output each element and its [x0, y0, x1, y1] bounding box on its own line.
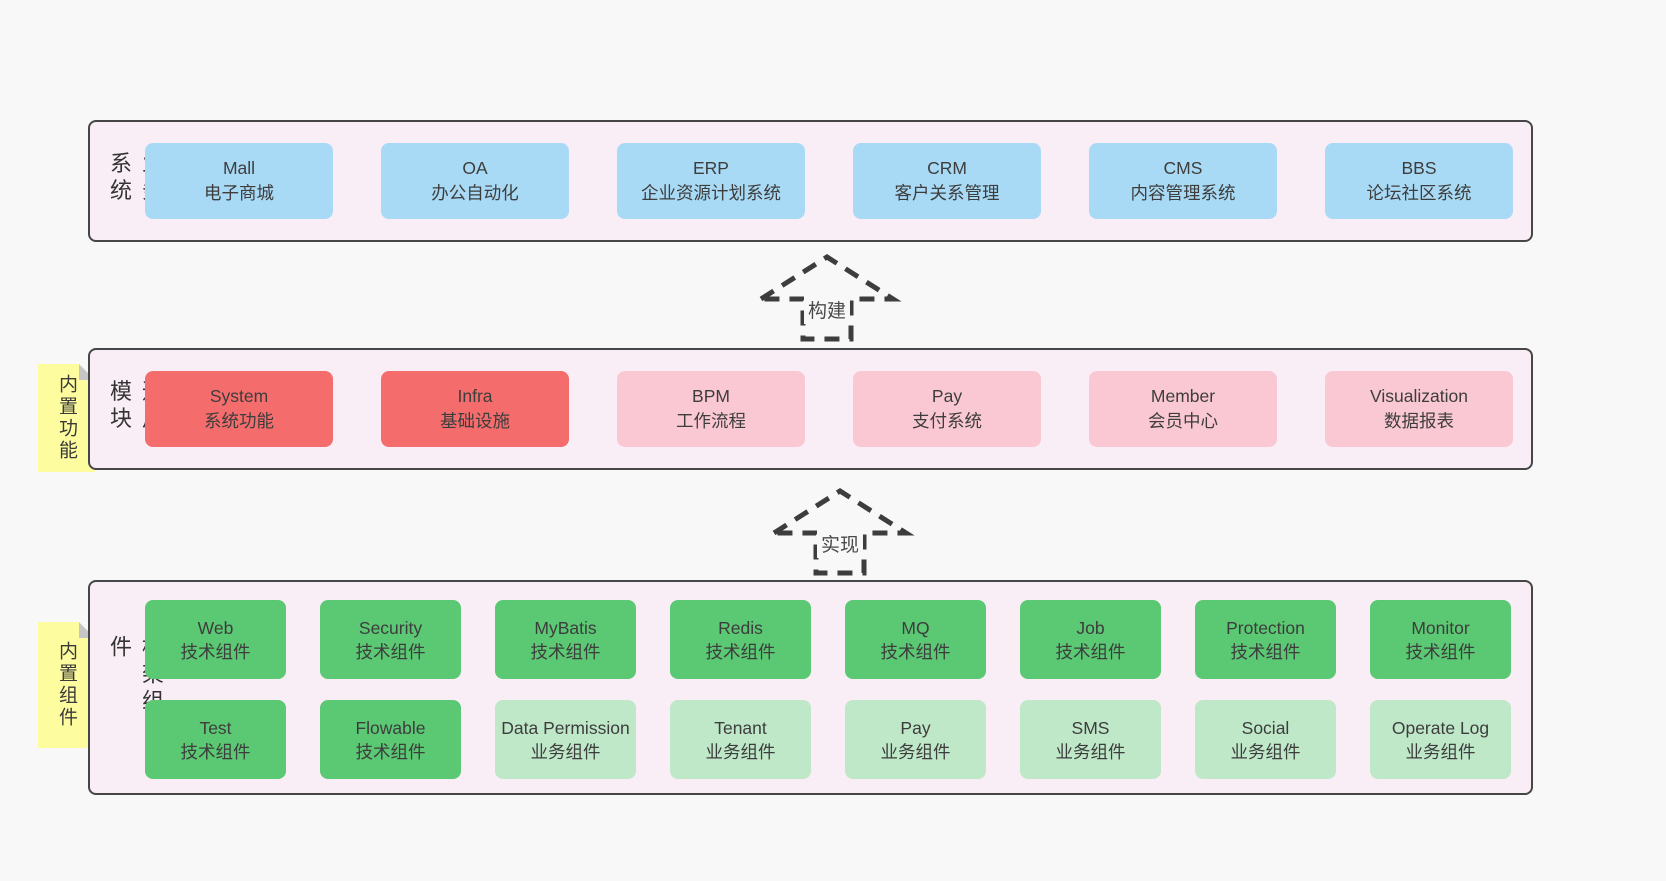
- box-subtitle: 基础设施: [440, 411, 510, 431]
- box-title: Pay: [931, 386, 963, 406]
- framework-components-row-2: Test 技术组件 Flowable 技术组件 Data Permission …: [145, 700, 1511, 779]
- box-subtitle: 业务组件: [705, 741, 776, 762]
- box-subtitle: 技术组件: [180, 741, 251, 762]
- box-mybatis: MyBatis 技术组件: [495, 600, 636, 679]
- box-monitor: Monitor 技术组件: [1370, 600, 1511, 679]
- box-security: Security 技术组件: [320, 600, 461, 679]
- box-subtitle: 电子商城: [204, 183, 274, 203]
- box-system: System 系统功能: [145, 371, 333, 447]
- box-crm: CRM 客户关系管理: [853, 143, 1041, 219]
- box-title: CRM: [927, 158, 967, 178]
- sticky-note-label: 内置组件: [56, 641, 77, 729]
- box-title: Pay: [900, 717, 931, 738]
- box-subtitle: 支付系统: [912, 411, 982, 431]
- box-title: Flowable: [355, 717, 426, 738]
- box-social: Social 业务组件: [1195, 700, 1336, 779]
- box-tenant: Tenant 业务组件: [670, 700, 811, 779]
- sticky-note-label: 内置功能: [56, 374, 77, 462]
- box-title: System: [209, 386, 269, 406]
- box-subtitle: 工作流程: [676, 411, 746, 431]
- box-title: Redis: [718, 617, 763, 638]
- box-subtitle: 技术组件: [530, 641, 601, 662]
- box-subtitle: 技术组件: [1230, 641, 1301, 662]
- box-subtitle: 技术组件: [355, 641, 426, 662]
- box-title: Data Permission: [501, 717, 630, 738]
- box-subtitle: 企业资源计划系统: [641, 183, 781, 203]
- box-title: Web: [197, 617, 234, 638]
- box-title: MyBatis: [534, 617, 597, 638]
- box-title: CMS: [1163, 158, 1203, 178]
- box-subtitle: 业务组件: [1055, 741, 1126, 762]
- box-title: BPM: [692, 386, 730, 406]
- box-subtitle: 数据报表: [1384, 411, 1454, 431]
- box-subtitle: 办公自动化: [431, 183, 519, 203]
- box-flowable: Flowable 技术组件: [320, 700, 461, 779]
- box-subtitle: 系统功能: [204, 411, 274, 431]
- box-pay-component: Pay 业务组件: [845, 700, 986, 779]
- box-title: Tenant: [714, 717, 767, 738]
- box-mall: Mall 电子商城: [145, 143, 333, 219]
- box-mq: MQ 技术组件: [845, 600, 986, 679]
- box-subtitle: 业务组件: [1230, 741, 1301, 762]
- box-title: ERP: [693, 158, 729, 178]
- box-pay-system: Pay 支付系统: [853, 371, 1041, 447]
- box-title: Monitor: [1411, 617, 1470, 638]
- framework-components-row-1: Web 技术组件 Security 技术组件 MyBatis 技术组件 Redi…: [145, 600, 1511, 679]
- box-operate-log: Operate Log 业务组件: [1370, 700, 1511, 779]
- box-data-permission: Data Permission 业务组件: [495, 700, 636, 779]
- box-subtitle: 业务组件: [880, 741, 951, 762]
- box-title: BBS: [1401, 158, 1437, 178]
- business-systems-row: Mall 电子商城 OA 办公自动化 ERP 企业资源计划系统 CRM 客户关系…: [145, 143, 1513, 219]
- box-title: MQ: [901, 617, 930, 638]
- box-subtitle: 论坛社区系统: [1366, 183, 1472, 203]
- box-subtitle: 业务组件: [530, 741, 601, 762]
- layer-business-systems: 业务系统 Mall 电子商城 OA 办公自动化 ERP 企业资源计划系统 CRM…: [88, 120, 1533, 242]
- box-job: Job 技术组件: [1020, 600, 1161, 679]
- box-subtitle: 技术组件: [705, 641, 776, 662]
- box-visualization: Visualization 数据报表: [1325, 371, 1513, 447]
- box-subtitle: 会员中心: [1148, 411, 1218, 431]
- box-title: Test: [199, 717, 232, 738]
- arrow-label-build: 构建: [803, 295, 851, 324]
- box-subtitle: 技术组件: [1405, 641, 1476, 662]
- box-protection: Protection 技术组件: [1195, 600, 1336, 679]
- box-bpm: BPM 工作流程: [617, 371, 805, 447]
- box-member: Member 会员中心: [1089, 371, 1277, 447]
- box-subtitle: 业务组件: [1405, 741, 1476, 762]
- layer-common-modules: 通用模块 System 系统功能 Infra 基础设施 BPM 工作流程 Pay…: [88, 348, 1533, 470]
- box-title: Member: [1150, 386, 1216, 406]
- box-subtitle: 内容管理系统: [1130, 183, 1236, 203]
- box-redis: Redis 技术组件: [670, 600, 811, 679]
- box-sms: SMS 业务组件: [1020, 700, 1161, 779]
- layer-framework-components: 框架组件 Web 技术组件 Security 技术组件 MyBatis 技术组件…: [88, 580, 1533, 795]
- box-title: Infra: [457, 386, 493, 406]
- box-title: Security: [358, 617, 423, 638]
- box-erp: ERP 企业资源计划系统: [617, 143, 805, 219]
- box-title: SMS: [1071, 717, 1110, 738]
- box-infra: Infra 基础设施: [381, 371, 569, 447]
- sticky-note-built-in-components: 内置组件: [38, 622, 95, 748]
- common-modules-row: System 系统功能 Infra 基础设施 BPM 工作流程 Pay 支付系统…: [145, 371, 1513, 447]
- box-subtitle: 技术组件: [880, 641, 951, 662]
- sticky-note-built-in-features: 内置功能: [38, 364, 95, 472]
- box-title: Job: [1076, 617, 1105, 638]
- box-title: Operate Log: [1391, 717, 1490, 738]
- box-title: Mall: [222, 158, 256, 178]
- box-title: Visualization: [1370, 386, 1468, 406]
- dashed-up-arrow-build: 构建: [752, 253, 902, 343]
- box-subtitle: 客户关系管理: [894, 183, 1000, 203]
- dashed-up-arrow-implement: 实现: [765, 487, 915, 577]
- box-subtitle: 技术组件: [355, 741, 426, 762]
- box-title: OA: [462, 158, 488, 178]
- box-subtitle: 技术组件: [180, 641, 251, 662]
- box-subtitle: 技术组件: [1055, 641, 1126, 662]
- arrow-label-implement: 实现: [816, 529, 864, 558]
- box-test: Test 技术组件: [145, 700, 286, 779]
- box-bbs: BBS 论坛社区系统: [1325, 143, 1513, 219]
- box-title: Social: [1241, 717, 1290, 738]
- box-oa: OA 办公自动化: [381, 143, 569, 219]
- box-cms: CMS 内容管理系统: [1089, 143, 1277, 219]
- box-title: Protection: [1226, 617, 1305, 638]
- box-web: Web 技术组件: [145, 600, 286, 679]
